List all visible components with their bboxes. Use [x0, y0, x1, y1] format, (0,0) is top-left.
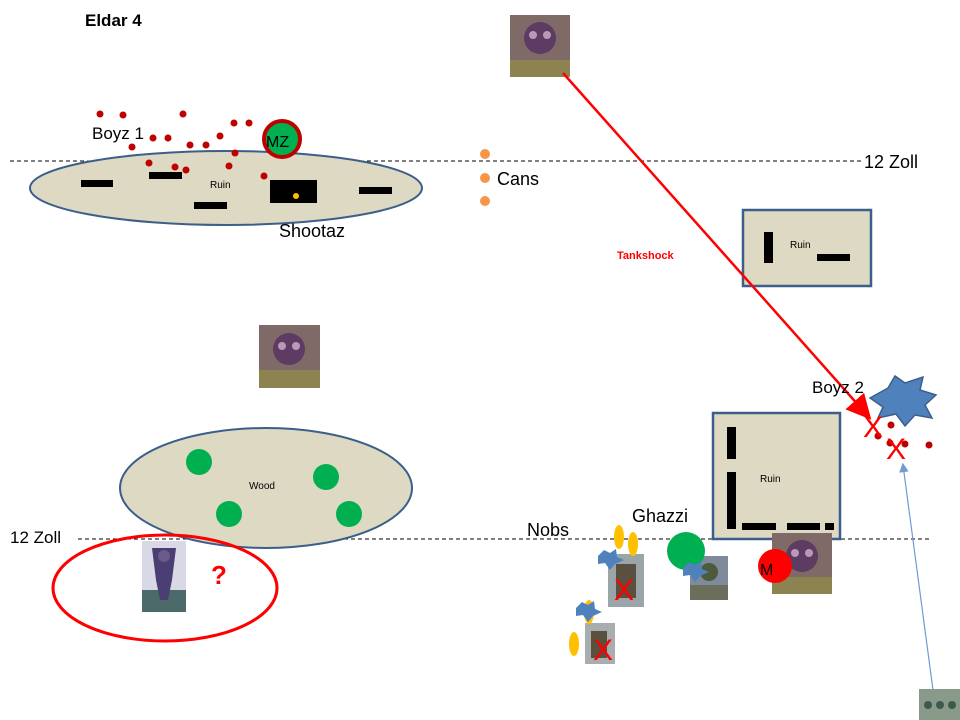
label-wood: Wood [249, 481, 275, 492]
mz-unit-top [262, 119, 302, 159]
ruin-wall [270, 180, 317, 203]
mz-unit-bottom [758, 549, 792, 583]
label-boyz1: Boyz 1 [92, 124, 144, 143]
label-ruin-right: Ruin [790, 240, 811, 251]
kill-mark: X [863, 411, 883, 444]
kill-mark: X [886, 433, 906, 466]
ruin-wall [742, 523, 776, 530]
ruin-wall [764, 232, 773, 263]
label-mz-bottom: M [760, 562, 773, 579]
ruin-wall [81, 180, 113, 187]
label-boyz2: Boyz 2 [812, 378, 864, 397]
eldar-figure-photo-unknown [142, 541, 186, 612]
label-nobs: Nobs [527, 520, 569, 540]
boyz1-squad [96, 110, 286, 180]
label-12-zoll-bottom: 12 Zoll [10, 528, 61, 547]
label-ruin-top: Ruin [210, 180, 231, 191]
tankshock-arrow [562, 72, 872, 420]
hit-splash-icon [598, 549, 624, 570]
ruin-wall [817, 254, 850, 261]
ruin-wall [787, 523, 820, 530]
movement-arrow [899, 462, 934, 691]
ruin-wall [149, 172, 182, 179]
ruin-wall [359, 187, 392, 194]
cans-squad [480, 149, 490, 206]
question-mark: ? [211, 560, 227, 590]
shootaz-marker [293, 193, 299, 199]
unknown-threat-circle [51, 533, 279, 643]
explosion-icon [868, 374, 938, 428]
ruin-wall [727, 427, 736, 459]
ruin-wall [825, 523, 834, 530]
eldar-figure-photo-bottom-right [772, 533, 832, 594]
terrain-ruin-top-left [29, 150, 423, 226]
ruin-wall [727, 472, 736, 529]
label-ruin-bottom: Ruin [760, 474, 781, 485]
ruin-wall [194, 202, 227, 209]
hit-splash-icon [576, 601, 602, 622]
eldar-figure-photo-top [510, 15, 570, 77]
eldar-figure-photo-middle [259, 325, 320, 388]
map-title: Eldar 4 [85, 11, 142, 30]
label-12-zoll-top: 12 Zoll [864, 152, 918, 172]
label-mz-top: MZ [266, 134, 289, 151]
label-tankshock: Tankshock [617, 250, 675, 262]
ghazzi-marker [667, 532, 705, 570]
label-ghazzi: Ghazzi [632, 506, 688, 526]
kill-mark: X [614, 574, 634, 607]
ork-model-photo-nob-2 [585, 623, 615, 664]
label-cans: Cans [497, 169, 539, 189]
kill-mark: X [593, 634, 613, 667]
ork-model-photo-corner [919, 689, 960, 720]
eldar-models-in-wood [186, 449, 362, 527]
label-shootaz: Shootaz [279, 221, 345, 241]
boyz2-squad [874, 421, 933, 449]
hit-splash-icon [683, 561, 709, 582]
